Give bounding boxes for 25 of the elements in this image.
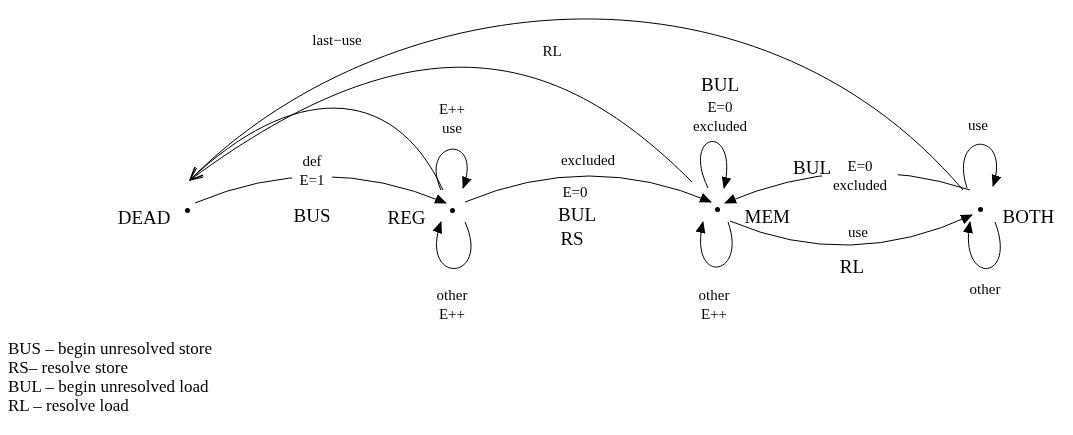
annotation-label: E=0 <box>562 183 588 202</box>
self-loop-arrow <box>696 221 733 268</box>
self-loop-arrow <box>435 148 471 191</box>
state-label: REG <box>387 207 426 229</box>
state-label: BOTH <box>1002 206 1055 228</box>
self-loop-arrow <box>963 221 1001 269</box>
annotation-label: RS <box>560 228 584 250</box>
state-label: MEM <box>744 206 790 228</box>
annotation-label: BUL <box>793 157 831 179</box>
annotation-label: BUL <box>558 204 596 226</box>
state-label: DEAD <box>117 207 171 229</box>
legend-note: BUL – begin unresolved load <box>8 377 209 396</box>
transition-arrow <box>189 18 964 191</box>
self-loop-arrow <box>433 221 472 269</box>
legend-note: BUS – begin unresolved store <box>8 339 212 358</box>
legend-note: RS– resolve store <box>8 358 128 377</box>
annotation-label: BUS <box>293 205 331 227</box>
transition-arrow <box>189 67 693 183</box>
legend-note: RL – resolve load <box>8 396 129 415</box>
self-loop-arrow <box>963 143 1001 189</box>
annotation-label: RL <box>839 256 865 278</box>
self-loop-arrow <box>700 141 731 189</box>
annotation-label: BUL <box>701 74 739 96</box>
transition-arrow <box>729 214 973 246</box>
transition-arrow <box>464 175 712 203</box>
